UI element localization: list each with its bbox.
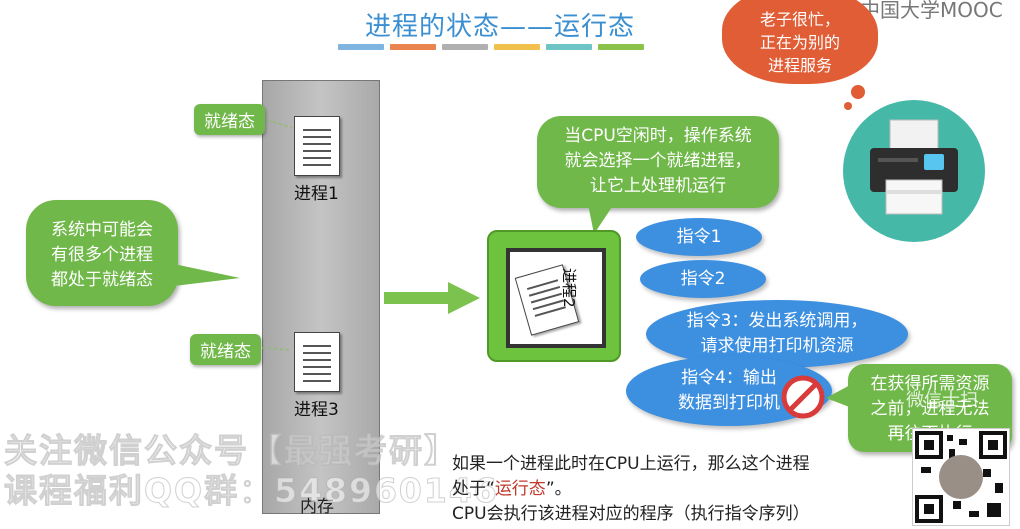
prohibited-icon (781, 375, 825, 419)
bubble-line: 进程服务 (767, 55, 832, 75)
bubble-line: 让它上处理机运行 (590, 176, 726, 196)
explanation-line: CPU会执行该进程对应的程序（执行指令序列） (452, 504, 810, 524)
bubble-tail-dot (851, 85, 865, 99)
title-bar-segment (442, 44, 488, 50)
process-3-document-icon (294, 332, 340, 392)
watermark-qq: 课程福利QQ群：548960146 (4, 471, 499, 511)
explanation-text: 处于“ (452, 479, 495, 499)
title-bar-segment (338, 44, 384, 50)
wechat-scan-overlay: 微信士扫 (906, 390, 978, 411)
tag-connector (261, 117, 293, 129)
cpu-explanation-bubble: 当CPU空闲时，操作系统 就会选择一个就绪进程， 让它上处理机运行 (537, 116, 779, 208)
printer-icon (870, 119, 958, 215)
process-1-label: 进程1 (294, 184, 339, 204)
mooc-logo: 中国大学MOOC (860, 0, 1003, 22)
bubble-pointer (588, 204, 614, 234)
process-1-document-icon (294, 116, 340, 176)
bottom-explanation: 如果一个进程此时在CPU上运行，那么这个进程 处于“运行态”。 CPU会执行该进… (452, 452, 902, 527)
qr-code (912, 428, 1010, 526)
bubble-line: 指令4：输出 (681, 368, 777, 388)
title-bar-segment (546, 44, 592, 50)
ready-explanation-bubble: 系统中可能会 有很多个进程 都处于就绪态 (26, 200, 178, 306)
bubble-line: 就会选择一个就绪进程， (564, 151, 752, 171)
tag-connector (261, 347, 293, 351)
bubble-line: 数据到打印机 (678, 393, 780, 413)
bubble-line: 请求使用打印机资源 (700, 336, 854, 356)
bubble-line: 当CPU空闲时，操作系统 (564, 126, 752, 146)
title-bar-segment (598, 44, 644, 50)
bubble-pointer (174, 264, 240, 286)
instruction-1-bubble: 指令1 (636, 218, 762, 256)
bubble-tail-dot (844, 102, 852, 110)
bubble-line: 指令3：发出系统调用， (686, 311, 868, 331)
title-bar-segment (390, 44, 436, 50)
bubble-line: 老子很忙， (759, 9, 840, 29)
printer-busy-bubble: 老子很忙， 正在为别的 进程服务 (722, 0, 878, 84)
ready-state-tag: 就绪态 (194, 104, 265, 135)
process-2-label: 进程2 (560, 268, 578, 308)
arrow-to-cpu (384, 282, 480, 314)
explanation-line: 如果一个进程此时在CPU上运行，那么这个进程 (452, 454, 810, 474)
bubble-line: 之前，进程无法 (870, 399, 990, 419)
bubble-line: 在获得所需资源 (870, 374, 990, 394)
qr-code-pattern (915, 431, 1007, 523)
memory-label: 内存 (300, 497, 334, 517)
title-bar-segment (494, 44, 540, 50)
explanation-line: 处于“运行态”。 (452, 477, 902, 502)
page-title: 进程的状态——运行态 (364, 12, 635, 42)
bubble-pointer (826, 384, 852, 408)
explanation-text: ”。 (545, 479, 572, 499)
bubble-line: 都处于就绪态 (51, 270, 153, 290)
process-3-label: 进程3 (294, 400, 339, 420)
running-state-highlight: 运行态 (494, 479, 546, 499)
watermark-wechat: 关注微信公众号【最强考研】 (4, 431, 459, 471)
instruction-3-bubble: 指令3：发出系统调用， 请求使用打印机资源 (646, 300, 908, 368)
ready-state-tag: 就绪态 (190, 334, 261, 365)
bubble-line: 系统中可能会 (51, 220, 153, 240)
bubble-line: 有很多个进程 (51, 245, 153, 265)
instruction-2-bubble: 指令2 (640, 260, 766, 298)
bubble-line: 正在为别的 (759, 32, 840, 52)
